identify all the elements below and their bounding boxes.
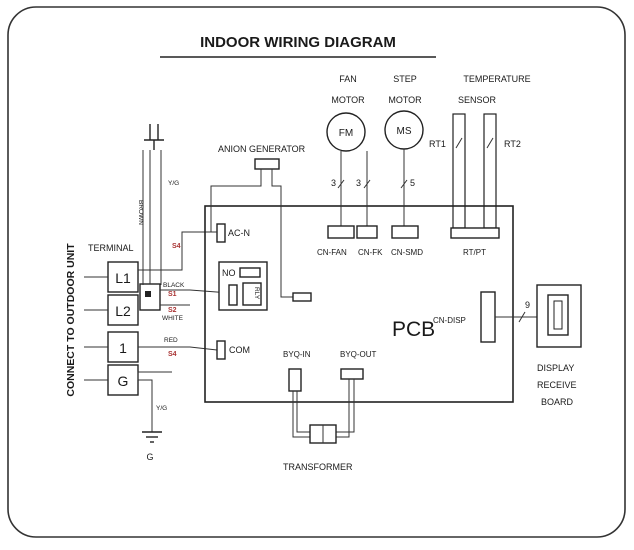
rt2-sensor-icon: [486, 137, 494, 149]
wire-label-yg: Y/G: [168, 180, 179, 187]
wire-s4-acn: [138, 231, 217, 271]
wire-label-brown: BROWN: [137, 200, 144, 225]
wire-ground: [138, 379, 153, 432]
wire-l2-relay: [160, 289, 231, 294]
anion-connector: [292, 292, 312, 302]
rt2-label: RT2: [504, 139, 521, 149]
display-board-chip: [553, 300, 563, 330]
byq-out-label: BYQ-OUT: [340, 350, 377, 359]
no-label: NO: [222, 268, 236, 278]
wire-label-yg2: Y/G: [156, 405, 167, 412]
cn-smd-label: CN-SMD: [391, 248, 423, 257]
no-contact: [239, 267, 261, 278]
relay-coil: [242, 282, 262, 306]
step-label-1: STEP: [393, 74, 417, 84]
anion-generator-box: [254, 158, 280, 170]
terminal-l2-text: L2: [115, 303, 131, 319]
step-wire-count: 5: [410, 178, 415, 188]
cn-fan-connector: [327, 225, 355, 239]
fan-label-1: FAN: [339, 74, 357, 84]
temp-label-2: SENSOR: [458, 95, 497, 105]
wire-label-s1: S1: [168, 291, 177, 298]
ground-icon: [142, 431, 162, 443]
cn-fk-connector: [356, 225, 378, 239]
relay-label: RLY: [253, 287, 260, 300]
rt1-sensor-icon: [455, 137, 463, 149]
wire-label-s4a: S4: [172, 243, 181, 250]
wire-ground-2: [137, 371, 172, 380]
relay-contact: [228, 284, 238, 306]
terminal-label: TERMINAL: [88, 243, 134, 253]
fan-motor-symbol: FM: [339, 128, 353, 139]
fan-wire-count-1: 3: [331, 178, 336, 188]
acn-connector: [216, 223, 226, 243]
diagram-title: INDOOR WIRING DIAGRAM: [200, 34, 396, 51]
temp-label-1: TEMPERATURE: [463, 74, 530, 84]
step-label-2: MOTOR: [388, 95, 422, 105]
wire-label-black: BLACK: [163, 282, 185, 289]
step-motor-symbol: MS: [397, 126, 412, 137]
wire-label-s4b: S4: [168, 351, 177, 358]
transformer-wire-left: [292, 391, 310, 438]
cn-fan-label: CN-FAN: [317, 248, 347, 257]
transformer-wire-left-2: [296, 391, 310, 433]
wire-s4-com: [138, 346, 218, 351]
terminal-g-text: G: [118, 373, 129, 389]
transformer-label: TRANSFORMER: [283, 462, 353, 472]
wire-label-white: WHITE: [162, 315, 184, 322]
terminal-l1-text: L1: [115, 270, 131, 286]
side-label: CONNECT TO OUTDOOR UNIT: [65, 243, 77, 397]
terminal-l1-box: [107, 261, 139, 293]
cn-smd-connector: [391, 225, 419, 239]
cn-disp-connector: [480, 291, 496, 343]
display-label-3: BOARD: [541, 397, 574, 407]
anion-generator-label: ANION GENERATOR: [218, 144, 306, 154]
fan-motor-icon: [326, 112, 366, 152]
pcb-label: PCB: [392, 318, 435, 341]
terminal-block: L1 L2 1 G: [107, 261, 139, 396]
transformer-wire-right-2: [336, 379, 355, 433]
display-board-inner: [547, 294, 569, 336]
display-label-1: DISPLAY: [537, 363, 574, 373]
terminal-g-box: [107, 364, 139, 396]
rt-pt-label: RT/PT: [463, 248, 486, 257]
pcb-board: [204, 205, 514, 403]
step-wire-slash: [400, 179, 408, 189]
acn-label: AC-N: [228, 228, 250, 238]
rt1-label: RT1: [429, 139, 446, 149]
ground-label: G: [146, 452, 153, 462]
transformer-wire-right: [336, 379, 350, 438]
terminal-1-text: 1: [119, 340, 127, 356]
byq-in-connector: [288, 368, 302, 392]
wire-label-red: RED: [164, 337, 178, 344]
byq-in-label: BYQ-IN: [283, 350, 311, 359]
fan-wire-count-2: 3: [356, 178, 361, 188]
com-connector: [216, 340, 226, 360]
anion-wire-left: [210, 169, 262, 233]
junction-pin: [145, 291, 151, 297]
outer-frame: [7, 6, 626, 538]
anion-wire-right: [271, 169, 293, 298]
wire-label-s2: S2: [168, 307, 177, 314]
fan-wire-2-slash: [363, 179, 371, 189]
byq-out-connector: [340, 368, 364, 380]
fan-wire-1-slash: [337, 179, 345, 189]
display-wire-slash: [518, 311, 526, 323]
cn-disp-label: CN-DISP: [433, 316, 466, 325]
com-label: COM: [229, 345, 250, 355]
display-wire-count: 9: [525, 300, 530, 310]
fan-label-2: MOTOR: [331, 95, 365, 105]
display-label-2: RECEIVE: [537, 380, 577, 390]
cn-fk-label: CN-FK: [358, 248, 383, 257]
power-plug-icon: [144, 124, 164, 150]
rt-pt-connector: [450, 227, 500, 239]
